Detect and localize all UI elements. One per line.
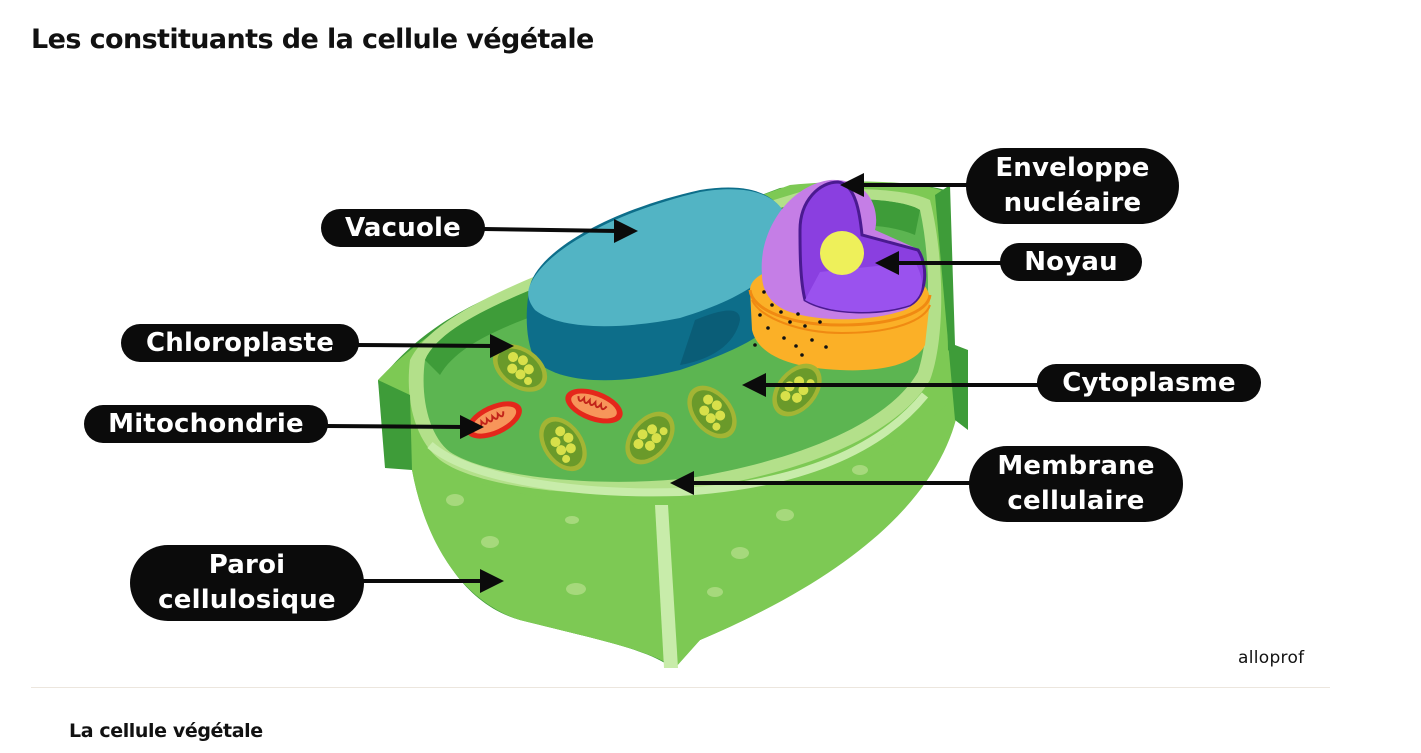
arrow-paroi: [480, 569, 504, 593]
cell-wall-seam: [655, 505, 678, 668]
nucleus: [761, 179, 927, 320]
label-paroi-line1: Paroi: [208, 550, 286, 580]
label-cytoplasme: Cytoplasme: [1037, 364, 1261, 402]
arrow-cytoplasme: [742, 373, 766, 397]
alloprof-logo: alloprof: [1238, 648, 1305, 668]
label-paroi-cellulosique: Paroi cellulosique: [130, 545, 364, 621]
label-vacuole-text: Vacuole: [345, 213, 461, 243]
chloroplast: [687, 385, 737, 439]
arrow-chloroplaste: [490, 334, 514, 358]
label-enveloppe-nucleaire: Enveloppe nucléaire: [966, 148, 1179, 224]
arrow-noyau: [875, 251, 899, 275]
page-title: Les constituants de la cellule végétale: [31, 24, 594, 55]
label-enveloppe-line2: nucléaire: [1003, 188, 1142, 218]
label-enveloppe-line1: Enveloppe: [995, 153, 1150, 183]
chloroplast: [539, 416, 587, 472]
cell-membrane: [427, 392, 929, 497]
label-membrane-line1: Membrane: [997, 451, 1155, 481]
plant-cell-illustration: [325, 173, 1040, 668]
arrow-membrane: [670, 471, 694, 495]
ribosomes: [753, 290, 828, 357]
label-mitochondrie: Mitochondrie: [84, 405, 328, 443]
plant-cell-diagram: Vacuole Chloroplaste Mitochondrie Paroi …: [84, 148, 1305, 668]
vacuole: [526, 187, 791, 381]
mitochondrion: [565, 388, 623, 424]
cell-wall-front: [412, 395, 955, 668]
label-cytoplasme-text: Cytoplasme: [1062, 368, 1236, 398]
label-noyau-text: Noyau: [1024, 247, 1118, 277]
label-paroi-line2: cellulosique: [158, 585, 336, 615]
arrow-mitochondrie: [460, 415, 484, 439]
label-mitochondrie-text: Mitochondrie: [108, 409, 304, 439]
arrow-vacuole: [614, 219, 638, 243]
divider: [31, 687, 1330, 688]
cell-wall-right: [935, 185, 968, 430]
leader-lines: [325, 183, 1040, 583]
cell-wall-spots: [446, 465, 868, 597]
chloroplasts: [492, 344, 822, 472]
label-chloroplaste: Chloroplaste: [121, 324, 359, 362]
label-membrane-line2: cellulaire: [1007, 486, 1145, 516]
chloroplast: [772, 363, 822, 417]
arrowheads: [460, 173, 899, 593]
label-chloroplaste-text: Chloroplaste: [145, 328, 335, 358]
arrow-enveloppe: [840, 173, 864, 197]
label-noyau: Noyau: [1000, 243, 1142, 281]
nucleolus: [820, 231, 864, 275]
label-vacuole: Vacuole: [321, 209, 485, 247]
chloroplast: [625, 411, 675, 465]
figure-caption: La cellule végétale: [69, 720, 263, 742]
chloroplast: [492, 344, 548, 392]
label-membrane-cellulaire: Membrane cellulaire: [969, 446, 1183, 522]
